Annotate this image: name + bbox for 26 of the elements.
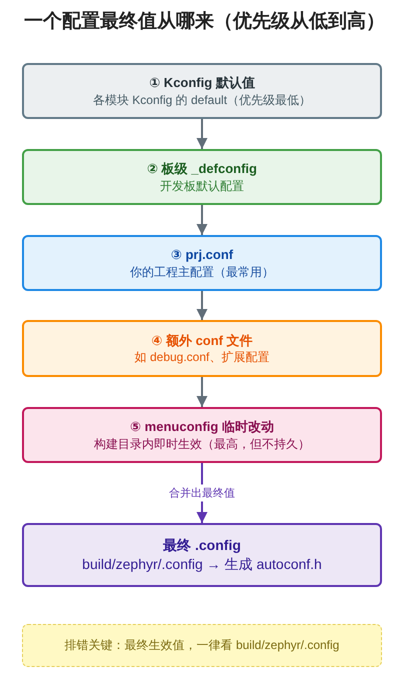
box-text: 构建目录内即时生效（最高，但不持久） [94,436,310,452]
note-box [22,624,382,667]
edge-label: 合并出最终值 [166,484,238,502]
arrow [196,119,208,149]
box-text: 排错关键：最终生效值，一律看 build/zephyr/.config [64,637,340,654]
title: 一个配置最终值从哪来（优先级从低到高） [23,10,386,34]
box-text: 如 debug.conf、扩展配置 [134,349,270,366]
arrow [196,205,208,235]
process-box [22,320,382,377]
box-heading: 最终 .config [163,536,241,555]
box-heading: ④ 额外 conf 文件 [151,332,253,350]
box-heading: ② 板级 _defconfig [147,160,257,178]
process-box [22,407,382,463]
process-box [22,235,382,291]
box-text: build/zephyr/.config → 生成 autoconf.h [82,555,322,574]
box-text: 你的工程主配置（最常用） [130,264,274,280]
arrow [196,377,208,407]
box-heading: ① Kconfig 默认值 [149,74,255,92]
box-heading: ⑤ menuconfig 临时改动 [130,418,274,436]
arrow [196,291,208,320]
result-box [22,523,382,587]
process-box [22,63,382,119]
box-text: 开发板默认配置 [160,178,244,194]
box-text: 各模块 Kconfig 的 default（优先级最低） [92,92,312,108]
box-heading: ③ prj.conf [170,246,234,264]
process-box [22,149,382,205]
